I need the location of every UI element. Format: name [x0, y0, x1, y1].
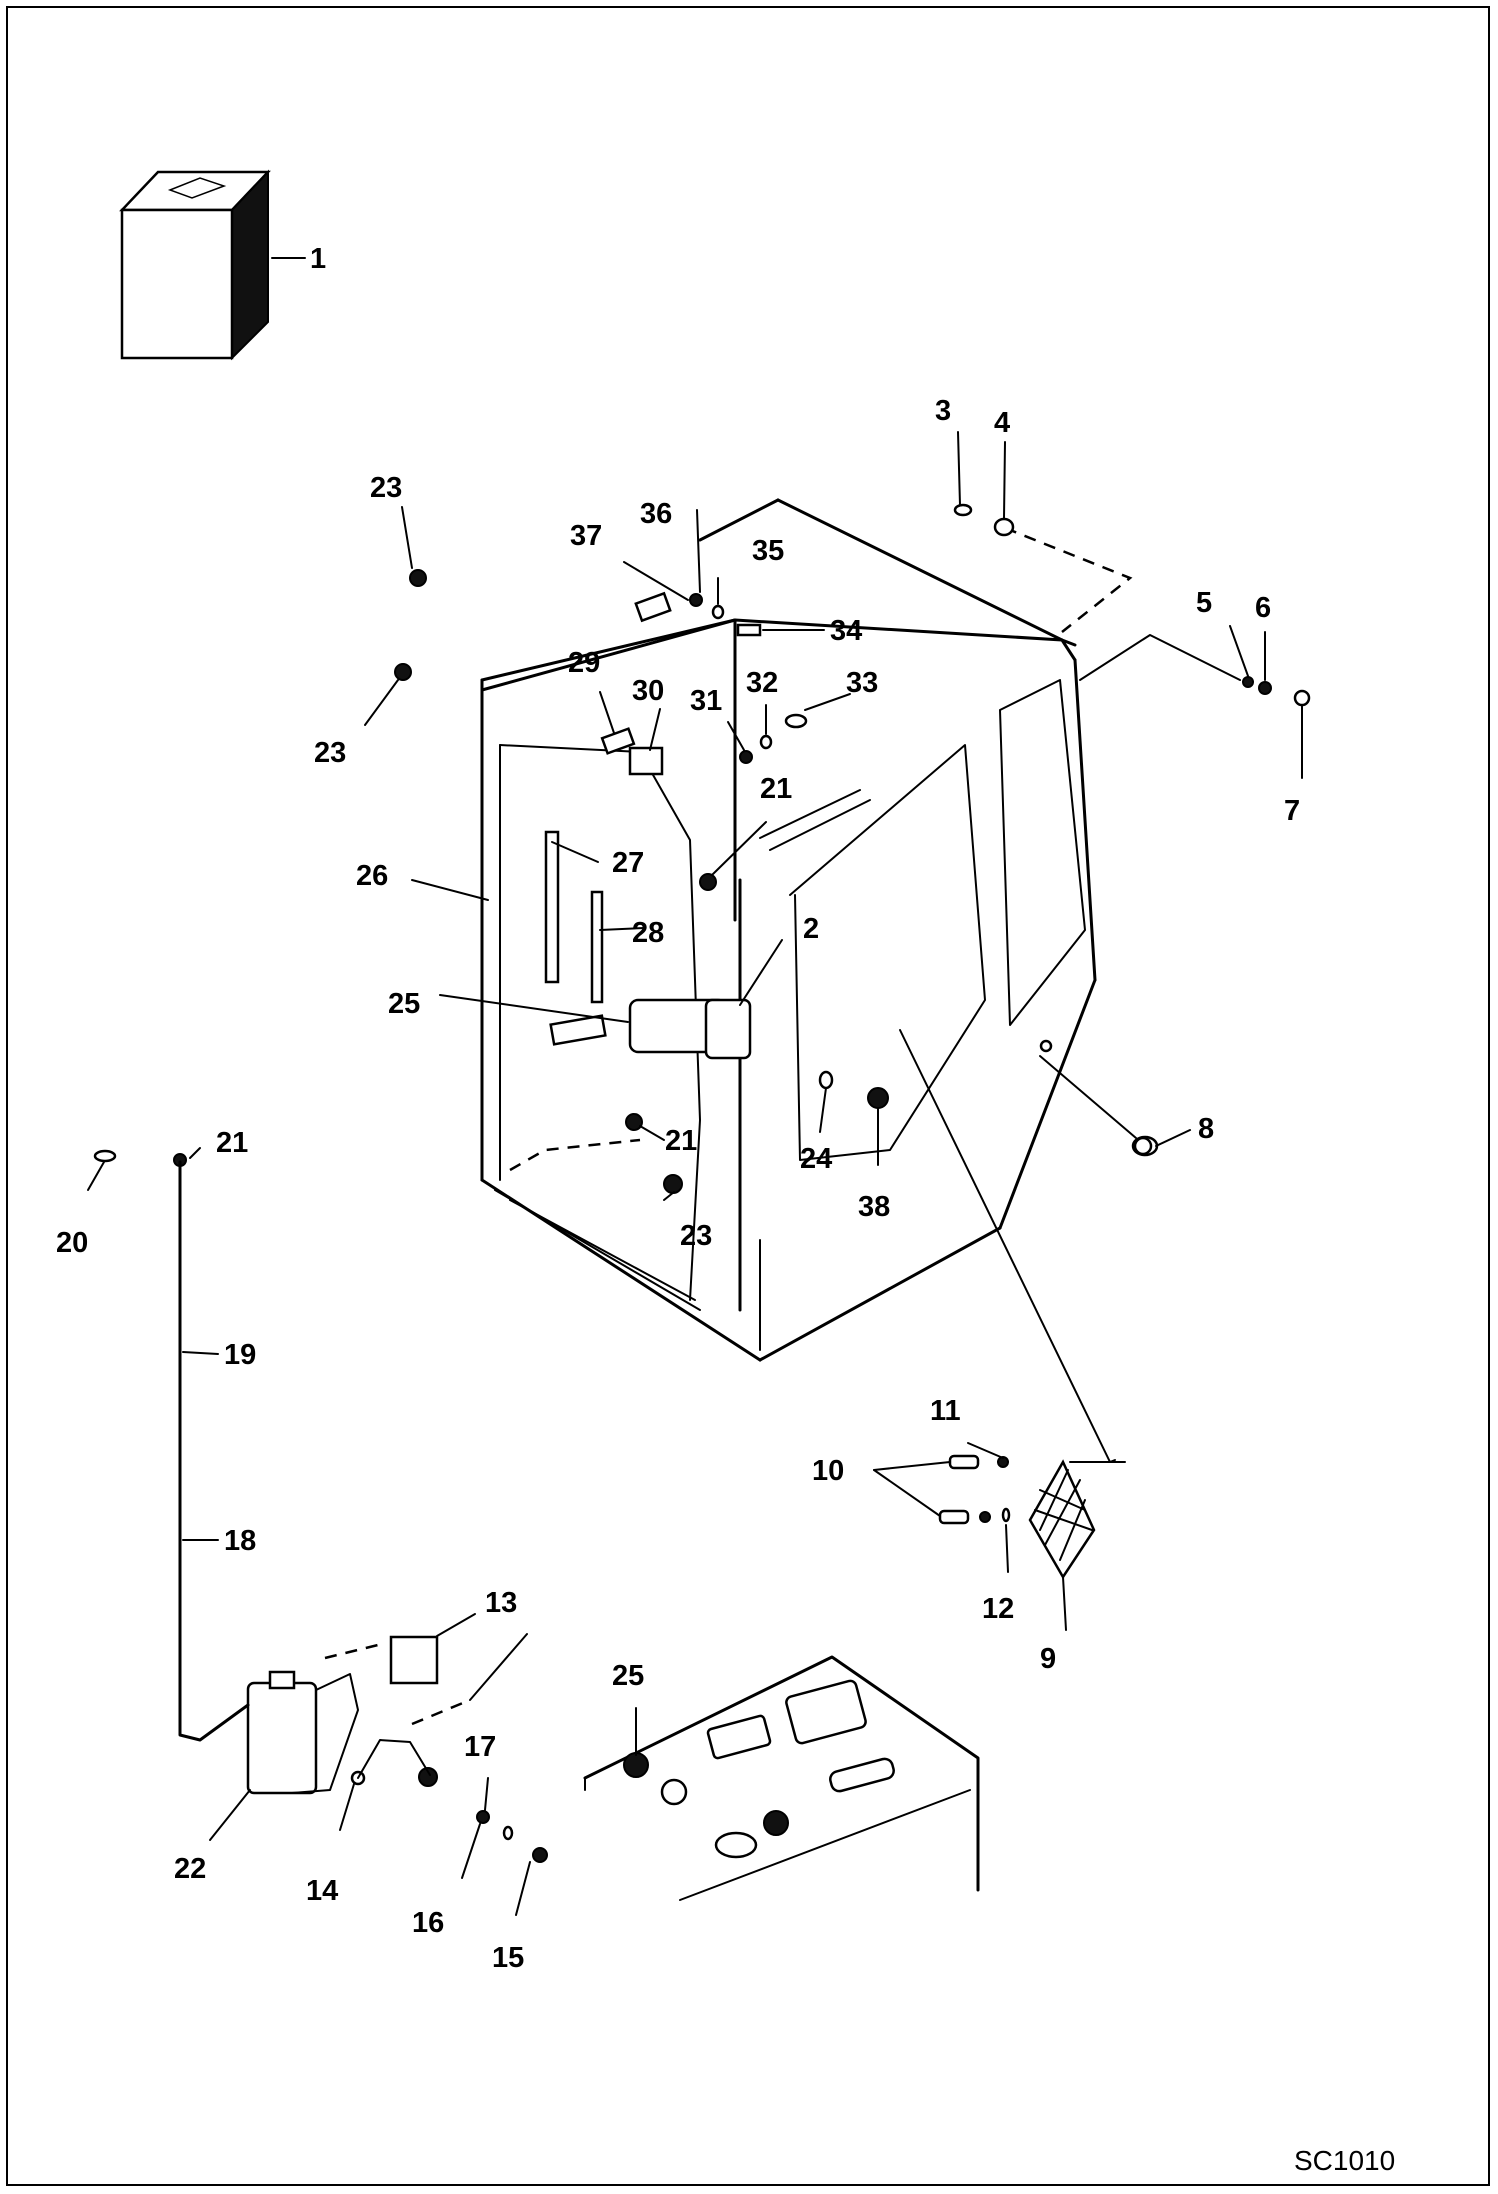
callout-18: 18 — [224, 1525, 256, 1557]
callout-23a: 23 — [370, 472, 402, 504]
drawing-frame — [6, 6, 1490, 2186]
cab-floor-section — [583, 1655, 980, 1901]
callout-5: 5 — [1196, 587, 1212, 619]
callout-27: 27 — [612, 847, 644, 879]
leader-lines — [87, 431, 1303, 1916]
callout-3: 3 — [935, 395, 951, 427]
callout-labels: 1 2 3 4 5 6 7 8 9 10 11 12 13 14 15 16 1… — [56, 243, 1300, 1974]
callout-28: 28 — [632, 917, 664, 949]
callout-36: 36 — [640, 498, 672, 530]
callout-21c: 21 — [665, 1125, 697, 1157]
callout-25b: 25 — [612, 1660, 644, 1692]
callout-24: 24 — [800, 1143, 832, 1175]
callout-11: 11 — [930, 1395, 961, 1427]
callout-30: 30 — [632, 675, 664, 707]
callout-2: 2 — [803, 913, 819, 945]
callout-23b: 23 — [314, 737, 346, 769]
callout-15: 15 — [492, 1942, 524, 1974]
callout-25a: 25 — [388, 988, 420, 1020]
callout-19: 19 — [224, 1339, 256, 1371]
callout-7: 7 — [1284, 795, 1300, 827]
callout-23c: 23 — [680, 1220, 712, 1252]
callout-14: 14 — [306, 1875, 338, 1907]
callout-17: 17 — [464, 1731, 496, 1763]
cab-body — [480, 498, 1097, 1362]
callout-32: 32 — [746, 667, 778, 699]
callout-21a: 21 — [216, 1127, 248, 1159]
washer-hose — [178, 1160, 528, 1794]
callout-34: 34 — [830, 615, 862, 647]
hardware-parts — [93, 503, 1311, 1863]
callout-37: 37 — [570, 520, 602, 552]
callout-21b: 21 — [760, 773, 792, 805]
callout-22: 22 — [174, 1853, 206, 1885]
callout-6: 6 — [1255, 592, 1271, 624]
callout-10: 10 — [812, 1455, 844, 1487]
callout-26: 26 — [356, 860, 388, 892]
callout-12: 12 — [982, 1593, 1014, 1625]
callout-33: 33 — [846, 667, 878, 699]
callout-13: 13 — [485, 1587, 517, 1619]
callout-29: 29 — [568, 647, 600, 679]
callout-8: 8 — [1198, 1113, 1214, 1145]
drawing-code: SC1010 — [1294, 2145, 1395, 2176]
callout-9: 9 — [1040, 1643, 1056, 1675]
callout-38: 38 — [858, 1191, 890, 1223]
callout-20: 20 — [56, 1227, 88, 1259]
callout-4: 4 — [994, 407, 1010, 439]
callout-1: 1 — [310, 243, 326, 275]
callout-16: 16 — [412, 1907, 444, 1939]
callout-35: 35 — [752, 535, 784, 567]
manual-box-part — [119, 169, 271, 361]
callout-31: 31 — [690, 685, 722, 717]
